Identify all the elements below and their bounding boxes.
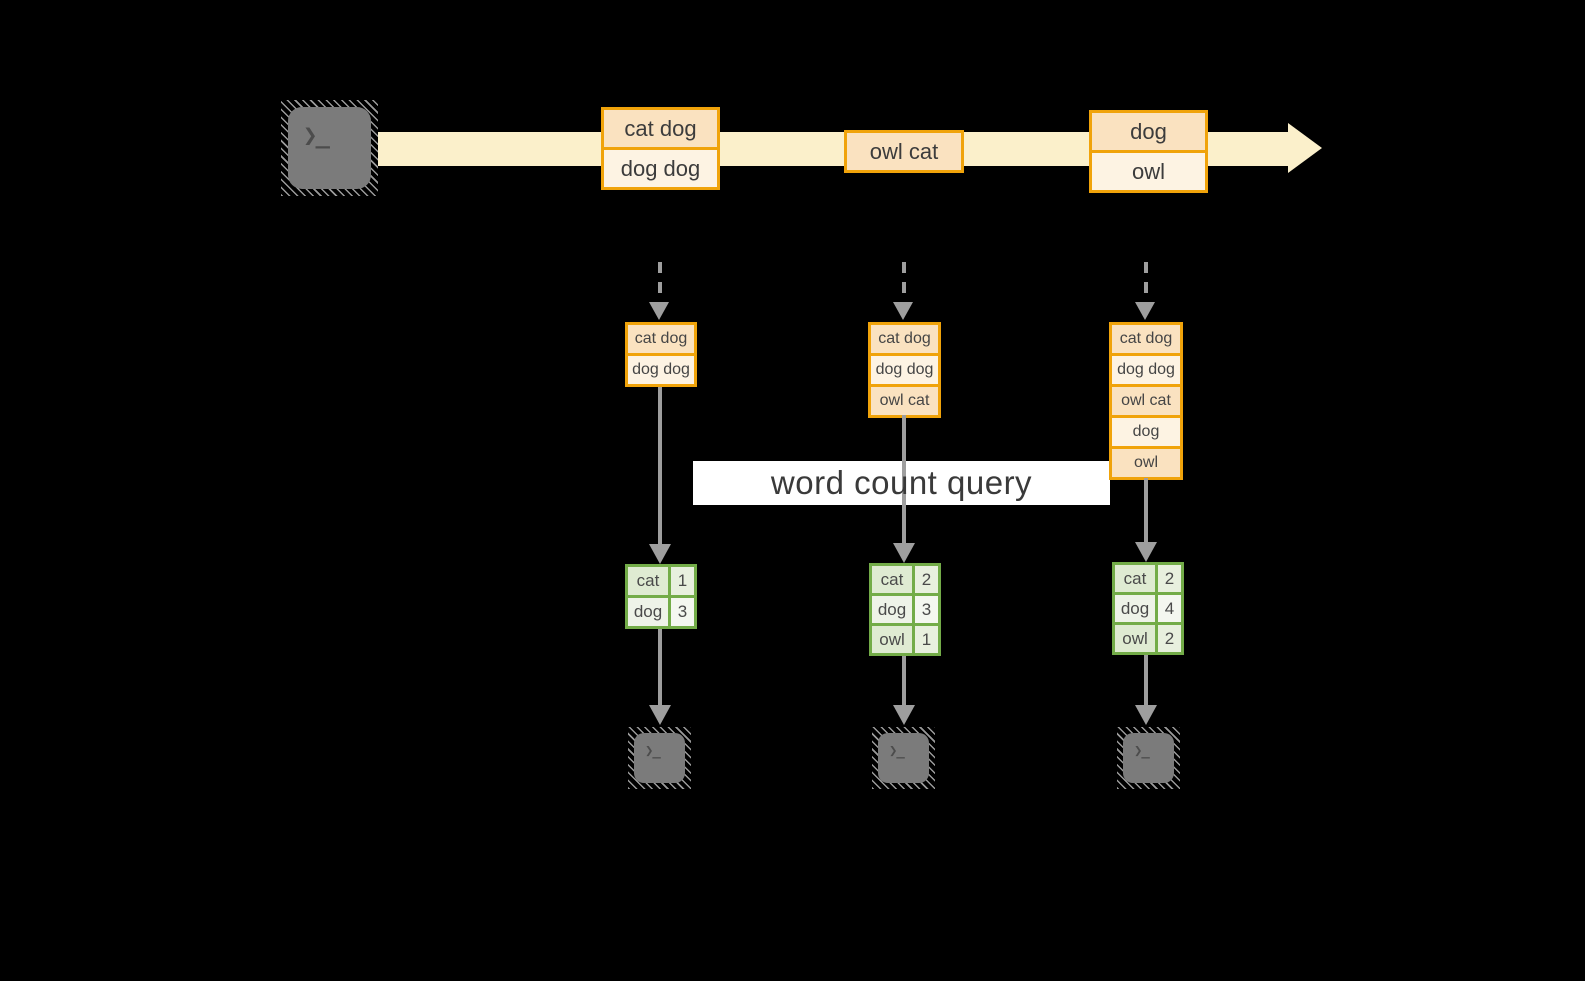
- query-band: [693, 461, 1110, 505]
- count-cell: 4: [1155, 595, 1181, 622]
- query-label: word count query: [770, 464, 1033, 501]
- count-cell: 2: [1155, 565, 1181, 592]
- arrow-table-to-sink-3: [1144, 655, 1148, 705]
- word-cell: dog: [872, 596, 912, 623]
- dashed-arrow-2: [902, 262, 906, 302]
- state-row: cat dog: [1112, 325, 1180, 353]
- terminal-prompt-icon: ❯_: [645, 743, 661, 759]
- arrow-state-to-table-2: [902, 415, 906, 543]
- count-row: dog 3: [628, 595, 694, 626]
- arrow-state-to-table-3: [1144, 478, 1148, 542]
- terminal-sink-icon-3: ❯_: [1117, 727, 1180, 789]
- terminal-sink-icon-2: ❯_: [872, 727, 935, 789]
- event-box-2: owl cat: [844, 130, 964, 173]
- terminal-screen: ❯_: [1123, 733, 1174, 783]
- dashed-arrow-1-head: [649, 302, 669, 320]
- dashed-arrow-2-head: [893, 302, 913, 320]
- event-box-3: dog owl: [1089, 110, 1208, 193]
- state-row: dog: [1112, 415, 1180, 446]
- event-line: dog dog: [604, 147, 717, 187]
- terminal-screen: ❯_: [634, 733, 685, 783]
- state-row: owl cat: [1112, 384, 1180, 415]
- count-row: cat 1: [628, 567, 694, 595]
- word-cell: cat: [1115, 565, 1155, 592]
- terminal-prompt-icon: ❯_: [889, 743, 905, 759]
- arrow-table-to-sink-1: [658, 629, 662, 705]
- state-row: dog dog: [1112, 353, 1180, 384]
- state-row: owl cat: [871, 384, 938, 415]
- arrow-head: [893, 705, 915, 725]
- state-row: dog dog: [628, 353, 694, 384]
- state-row: owl: [1112, 446, 1180, 477]
- terminal-screen: ❯_: [878, 733, 929, 783]
- terminal-prompt-icon: ❯_: [303, 121, 330, 149]
- count-table-1: cat 1 dog 3: [625, 564, 697, 629]
- state-row: dog dog: [871, 353, 938, 384]
- state-row: cat dog: [628, 325, 694, 353]
- terminal-sink-icon-1: ❯_: [628, 727, 691, 789]
- word-cell: dog: [628, 598, 668, 626]
- count-cell: 1: [668, 567, 694, 595]
- count-row: cat 2: [1115, 565, 1181, 592]
- count-cell: 2: [1155, 625, 1181, 652]
- count-cell: 1: [912, 626, 938, 653]
- count-table-2: cat 2 dog 3 owl 1: [869, 563, 941, 656]
- state-box-3: cat dog dog dog owl cat dog owl: [1109, 322, 1183, 480]
- event-box-1: cat dog dog dog: [601, 107, 720, 190]
- count-table-3: cat 2 dog 4 owl 2: [1112, 562, 1184, 655]
- arrow-head: [893, 543, 915, 563]
- count-row: owl 2: [1115, 622, 1181, 652]
- word-cell: cat: [628, 567, 668, 595]
- count-cell: 3: [912, 596, 938, 623]
- word-cell: owl: [872, 626, 912, 653]
- count-cell: 2: [912, 566, 938, 593]
- terminal-source-icon: ❯_: [281, 100, 378, 196]
- event-line: owl: [1092, 150, 1205, 190]
- event-line: owl cat: [847, 133, 961, 170]
- stream-arrow-head: [1288, 123, 1322, 173]
- terminal-prompt-icon: ❯_: [1134, 743, 1150, 759]
- arrow-head: [649, 705, 671, 725]
- dashed-arrow-3: [1144, 262, 1148, 302]
- arrow-table-to-sink-2: [902, 656, 906, 705]
- count-row: owl 1: [872, 623, 938, 653]
- event-line: dog: [1092, 113, 1205, 150]
- arrow-head: [649, 544, 671, 564]
- word-cell: dog: [1115, 595, 1155, 622]
- arrow-head: [1135, 705, 1157, 725]
- arrow-state-to-table-1: [658, 387, 662, 544]
- state-box-1: cat dog dog dog: [625, 322, 697, 387]
- state-box-2: cat dog dog dog owl cat: [868, 322, 941, 418]
- word-cell: owl: [1115, 625, 1155, 652]
- arrow-head: [1135, 542, 1157, 562]
- terminal-screen: ❯_: [288, 107, 371, 189]
- count-cell: 3: [668, 598, 694, 626]
- word-cell: cat: [872, 566, 912, 593]
- state-row: cat dog: [871, 325, 938, 353]
- count-row: dog 4: [1115, 592, 1181, 622]
- count-row: cat 2: [872, 566, 938, 593]
- event-line: cat dog: [604, 110, 717, 147]
- dashed-arrow-3-head: [1135, 302, 1155, 320]
- dashed-arrow-1: [658, 262, 662, 302]
- count-row: dog 3: [872, 593, 938, 623]
